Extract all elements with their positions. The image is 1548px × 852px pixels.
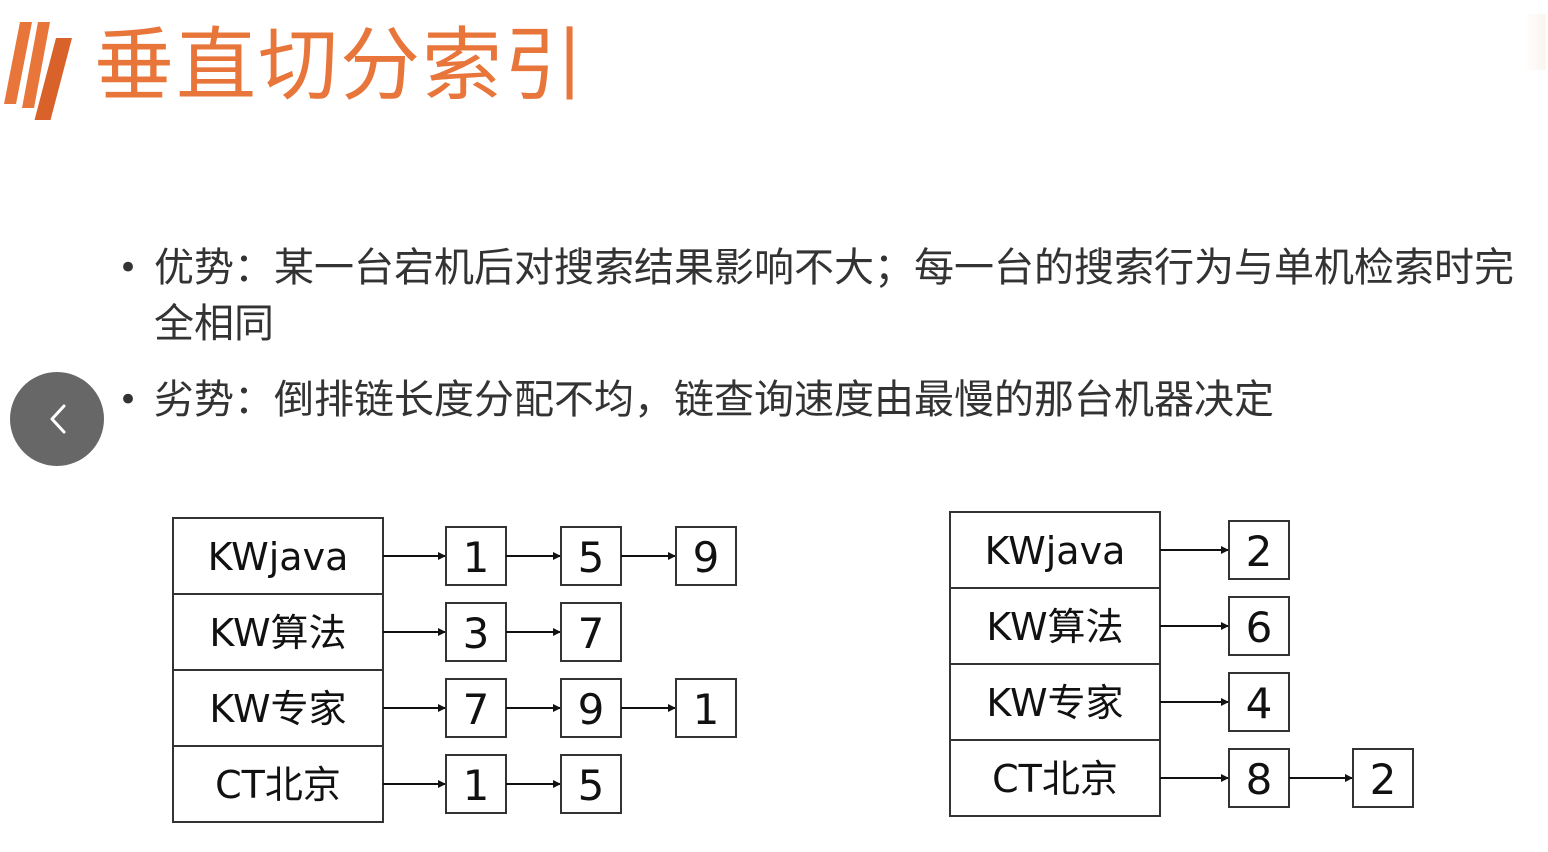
index-row: KW算法 3 7: [172, 593, 622, 671]
posting-box: [675, 526, 737, 586]
index-row: KW专家 4: [949, 663, 1290, 741]
bullet-advantage: • 优势：某一台宕机后对搜索结果影响不大；每一台的搜索行为与单机检索时完全相同: [118, 240, 1528, 352]
term-cell: [172, 669, 384, 747]
doc-id-label: 6: [1246, 603, 1273, 652]
posting-box: [560, 602, 622, 662]
index-row: CT北京 1 5: [172, 745, 622, 823]
posting-box: [445, 526, 507, 586]
bullet-dot-icon: •: [118, 248, 139, 288]
doc-id-label: 1: [463, 533, 490, 582]
term-label: CT北京: [992, 757, 1118, 801]
index-row: CT北京 8 2: [949, 739, 1414, 817]
index-row: KWjava 1 5 9: [172, 517, 737, 595]
posting-box: [1228, 520, 1290, 580]
term-cell: [172, 745, 384, 823]
doc-id-label: 5: [578, 761, 605, 810]
term-cell: [949, 663, 1161, 741]
doc-id-label: 7: [463, 685, 490, 734]
doc-id-label: 1: [463, 761, 490, 810]
doc-id-label: 1: [693, 685, 720, 734]
chevron-left-icon: [50, 404, 66, 434]
posting-box: [445, 754, 507, 814]
index-row: KW算法 6: [949, 587, 1290, 665]
posting-box: [1228, 596, 1290, 656]
title-stripes-icon: [4, 22, 72, 120]
bullet-text: 劣势：倒排链长度分配不均，链查询速度由最慢的那台机器决定: [154, 377, 1274, 423]
term-label: KW专家: [209, 687, 346, 731]
slide-title: 垂直切分索引: [94, 19, 586, 112]
term-cell: [172, 517, 384, 595]
posting-box: [560, 678, 622, 738]
posting-box: [675, 678, 737, 738]
prev-slide-button[interactable]: [10, 372, 104, 466]
term-label: KW算法: [986, 605, 1123, 649]
bullet-disadvantage: • 劣势：倒排链长度分配不均，链查询速度由最慢的那台机器决定: [118, 372, 1528, 428]
posting-box: [445, 602, 507, 662]
doc-id-label: 9: [693, 533, 720, 582]
bullet-text: 优势：某一台宕机后对搜索结果影响不大；每一台的搜索行为与单机检索时完全相同: [154, 245, 1514, 347]
posting-box: [560, 754, 622, 814]
doc-id-label: 5: [578, 533, 605, 582]
posting-box: [560, 526, 622, 586]
doc-id-label: 4: [1246, 679, 1273, 728]
edge-decoration: [1524, 14, 1546, 70]
posting-box: [1228, 672, 1290, 732]
doc-id-label: 9: [578, 685, 605, 734]
index-row: KWjava 2: [949, 511, 1290, 589]
term-label: KWjava: [208, 535, 349, 579]
term-label: KW专家: [986, 681, 1123, 725]
doc-id-label: 3: [463, 609, 490, 658]
doc-id-label: 2: [1246, 527, 1273, 576]
term-label: CT北京: [215, 763, 341, 807]
term-cell: [949, 739, 1161, 817]
term-cell: [172, 593, 384, 671]
term-label: KWjava: [985, 529, 1126, 573]
bullet-list: • 优势：某一台宕机后对搜索结果影响不大；每一台的搜索行为与单机检索时完全相同 …: [118, 240, 1528, 448]
doc-id-label: 2: [1370, 755, 1397, 804]
index-row: KW专家 7 9 1: [172, 669, 737, 747]
bullet-dot-icon: •: [118, 380, 139, 420]
posting-box: [1352, 748, 1414, 808]
term-cell: [949, 587, 1161, 665]
doc-id-label: 8: [1246, 755, 1273, 804]
term-label: KW算法: [209, 611, 346, 655]
doc-id-label: 7: [578, 609, 605, 658]
